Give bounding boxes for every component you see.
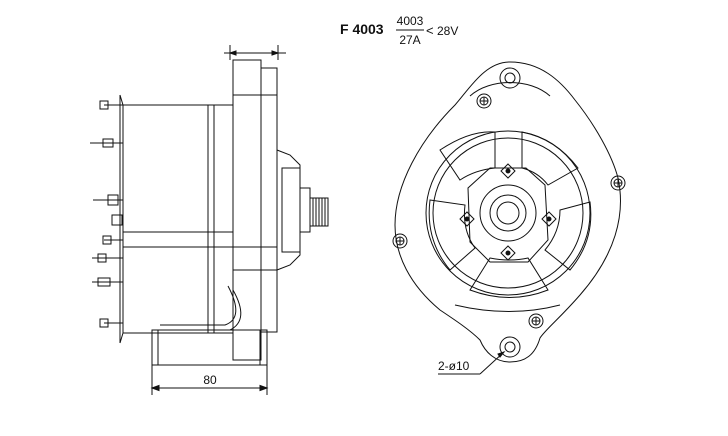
top-mount-hole	[500, 68, 520, 88]
central-hub	[468, 168, 548, 262]
fraction-bottom-label: 27A	[399, 33, 420, 47]
model-label: F 4003	[340, 21, 384, 37]
threaded-shaft	[310, 198, 328, 226]
front-flange	[160, 60, 277, 360]
voltage-mark: <	[426, 23, 434, 38]
title-block: F 4003 4003 27A < 28V	[340, 14, 458, 47]
pulley-boss	[277, 150, 310, 270]
mounting-foot	[152, 330, 267, 365]
voltage-label: 28V	[437, 24, 458, 38]
front-view	[393, 62, 625, 374]
width-dimension-label: 80	[203, 373, 217, 387]
side-view	[90, 45, 328, 395]
hole-callout-label: 2-ø10	[438, 359, 470, 373]
bottom-rim-arc	[455, 305, 560, 312]
vent-ring-outer	[426, 131, 590, 295]
housing-body	[120, 95, 233, 343]
fraction-top-label: 4003	[397, 14, 424, 28]
housing-outline	[395, 62, 620, 362]
bottom-mount-hole	[500, 337, 520, 357]
hub-screws	[460, 164, 556, 260]
terminal-studs	[90, 101, 123, 327]
perimeter-bolts	[393, 94, 625, 328]
top-dimension	[224, 45, 286, 60]
fan-windows	[429, 132, 591, 298]
width-dimension	[152, 365, 267, 395]
vent-ring-inner	[433, 138, 583, 288]
hole-callout-leader	[438, 352, 504, 374]
